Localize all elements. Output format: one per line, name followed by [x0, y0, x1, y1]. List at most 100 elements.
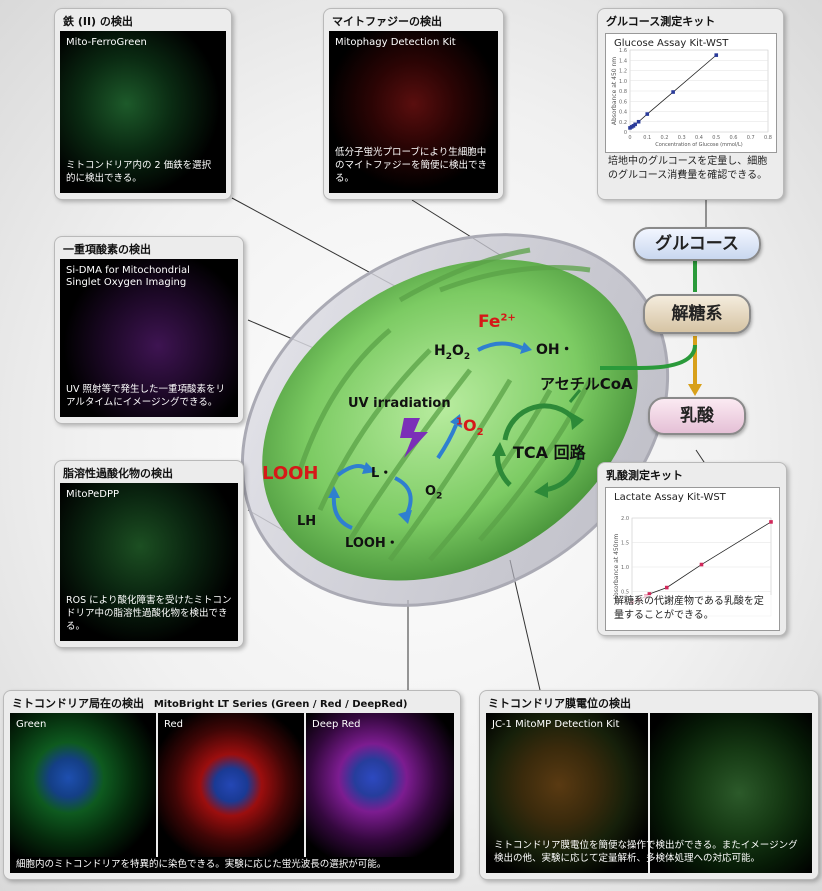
glycolysis-node: 解糖系 — [643, 294, 751, 334]
iron-micrograph: Mito-FerroGreen ミトコンドリア内の 2 価鉄を選択的に検出できる… — [60, 31, 226, 193]
potential-image-merge: JC-1 MitoMP Detection Kit — [486, 713, 648, 873]
singlet-micrograph: Si-DMA for Mitochondrial Singlet Oxygen … — [60, 259, 238, 417]
glucose-chart-data-point — [633, 122, 637, 127]
h2o2-sub2: 2 — [463, 351, 471, 362]
mitophagy-kit-label: Mitophagy Detection Kit — [335, 37, 456, 48]
glucose-chart-xtick-label: 0.8 — [764, 135, 772, 141]
h2o2-h: H — [434, 343, 446, 359]
singlet-oxygen-label: 1O2 — [456, 416, 484, 438]
looh-radical-label: LOOH・ — [345, 536, 399, 551]
singlet-sub: 2 — [476, 427, 484, 439]
oh-label: OH・ — [536, 342, 574, 358]
glucose-chart-xtick-label: 0.3 — [678, 135, 686, 141]
glucose-chart-xtick-label: 0.1 — [643, 135, 651, 141]
lipid-kit-label: MitoPeDPP — [66, 489, 120, 500]
acetylcoa-label: アセチルCoA — [540, 375, 633, 393]
iron-panel: 鉄 (II) の検出 Mito-FerroGreen ミトコンドリア内の 2 価… — [54, 8, 232, 200]
singlet-panel: 一重項酸素の検出 Si-DMA for Mitochondrial Single… — [54, 236, 244, 424]
localization-panel-title: ミトコンドリア局在の検出 MitoBright LT Series (Green… — [12, 695, 407, 711]
singlet-kit-label: Si-DMA for Mitochondrial Singlet Oxygen … — [66, 265, 190, 288]
glucose-chart-data-point — [714, 53, 719, 57]
potential-panel-title: ミトコンドリア膜電位の検出 — [488, 697, 631, 710]
lactate-chart-ylabel: Absorbance at 450nm — [613, 534, 620, 601]
localization-subtitle: MitoBright LT Series (Green / Red / Deep… — [153, 699, 408, 710]
o2-label: O2 — [425, 484, 442, 502]
lipid-panel: 脂溶性過酸化物の検出 MitoPeDPP ROS により酸化障害を受けたミトコン… — [54, 460, 244, 648]
lactate-node: 乳酸 — [648, 397, 746, 435]
glucose-chart-xtick-label: 0.5 — [712, 135, 720, 141]
lactate-chart-data-point — [769, 520, 773, 524]
lactate-chart-data-point — [647, 592, 652, 596]
o2-o: O — [425, 484, 437, 499]
localization-image-green: Green — [10, 713, 156, 857]
glucose-chart-xtick-label: 0.4 — [695, 135, 703, 141]
glucose-panel: グルコース測定キット Glucose Assay Kit-WST 0 0.2 0.4… — [597, 8, 784, 200]
glucose-chart-data-point — [671, 90, 675, 94]
lactate-chart-series-line — [631, 521, 772, 603]
o2-sub: 2 — [436, 491, 443, 502]
iron-panel-title: 鉄 (II) の検出 — [63, 15, 133, 28]
uv-label: UV irradiation — [348, 396, 451, 411]
potential-kit-label: JC-1 MitoMP Detection Kit — [492, 719, 620, 730]
looh-label: LOOH — [262, 463, 319, 484]
glucose-chart-ytick-label: 1.2 — [619, 69, 627, 75]
glucose-chart-ytick-label: 0.8 — [619, 89, 627, 95]
lipid-panel-title: 脂溶性過酸化物の検出 — [63, 467, 173, 480]
glucose-chart-ytick-label: 0 — [624, 130, 627, 136]
potential-image-green — [650, 713, 812, 873]
localization-panel: ミトコンドリア局在の検出 MitoBright LT Series (Green… — [3, 690, 461, 880]
localization-label-red: Red — [164, 719, 183, 730]
localization-image-deepred: Deep Red — [306, 713, 454, 857]
glucose-chart-ytick-label: 0.4 — [619, 110, 627, 116]
lactate-chart-ytick-label: 1.0 — [621, 565, 629, 571]
glucose-node: グルコース — [633, 227, 761, 261]
mitophagy-desc: 低分子蛍光プローブにより生細胞中のマイトファジーを簡便に検出できる。 — [335, 147, 488, 184]
lactate-panel-title: 乳酸測定キット — [606, 469, 683, 482]
glucose-chart-xtick-label: 0.2 — [661, 135, 669, 141]
fe-charge: 2+ — [500, 312, 516, 324]
glucose-chart-xtick-label: 0 — [628, 135, 631, 141]
glucose-chart-ytick-label: 0.6 — [619, 99, 627, 105]
lh-label: LH — [297, 514, 317, 529]
localization-title: ミトコンドリア局在の検出 — [12, 697, 144, 710]
lactate-chart-ytick-label: 0.5 — [621, 590, 629, 596]
lactate-chart-data-point — [664, 585, 669, 590]
lactate-panel: 乳酸測定キット Lactate Assay Kit-WST 00.51.01.5… — [597, 462, 787, 636]
h2o2-sub1: 2 — [445, 351, 452, 362]
singlet-o: O — [462, 416, 477, 435]
localization-label-green: Green — [16, 719, 47, 730]
glucose-chart-data-point — [636, 119, 641, 124]
mitophagy-micrograph: Mitophagy Detection Kit 低分子蛍光プローブにより生細胞中… — [329, 31, 498, 193]
glucose-chart-xtick-label: 0.7 — [747, 135, 755, 141]
glucose-chart-xtick-label: 0.6 — [730, 135, 738, 141]
h2o2-label: H2O2 — [434, 343, 470, 362]
lactate-chart-ytick-label: 2.0 — [621, 516, 629, 522]
l-radical-label: L・ — [371, 466, 393, 481]
glucose-panel-title: グルコース測定キット — [606, 15, 716, 28]
localization-image-red: Red — [158, 713, 304, 857]
lipid-desc: ROS により酸化障害を受けたミトコンドリア中の脂溶性過酸化物を検出できる。 — [66, 595, 232, 632]
glucose-chart-data-point — [645, 112, 650, 116]
glucose-chart-title: Glucose Assay Kit-WST — [614, 38, 729, 49]
singlet-sup: 1 — [456, 416, 463, 428]
glucose-chart-ytick-label: 0.2 — [619, 120, 627, 126]
glucose-chart-ytick-label: 1.6 — [619, 48, 627, 54]
singlet-desc: UV 照射等で発生した一重項酸素をリアルタイムにイメージングできる。 — [66, 384, 225, 408]
iron-kit-label: Mito-FerroGreen — [66, 37, 147, 48]
potential-desc: ミトコンドリア膜電位を簡便な操作で検出ができる。またイメージング検出の他、実験に… — [494, 840, 798, 864]
glucose-chart-box: Glucose Assay Kit-WST 0 0.2 0.4 0.6 0.8 1.0 1.… — [605, 33, 777, 153]
localization-desc: 細胞内のミトコンドリアを特異的に染色できる。実験に応じた蛍光波長の選択が可能。 — [10, 857, 454, 873]
lactate-chart-data-point — [699, 562, 704, 567]
glucose-desc: 培地中のグルコースを定量し、細胞のグルコース消費量を確認できる。 — [608, 156, 768, 181]
fe-label: Fe2+ — [478, 312, 516, 332]
glucose-chart-ylabel: Absorbance at 450 nm — [611, 57, 618, 125]
mitophagy-panel: マイトファジーの検出 Mitophagy Detection Kit 低分子蛍光… — [323, 8, 504, 200]
fe-text: Fe — [478, 312, 501, 332]
glucose-chart-ytick-label: 1.0 — [619, 79, 627, 85]
mitophagy-panel-title: マイトファジーの検出 — [332, 15, 442, 28]
potential-panel: ミトコンドリア膜電位の検出 JC-1 MitoMP Detection Kit … — [479, 690, 819, 880]
lactate-chart-ytick-label: 1.5 — [621, 541, 629, 547]
iron-desc: ミトコンドリア内の 2 価鉄を選択的に検出できる。 — [66, 160, 212, 184]
